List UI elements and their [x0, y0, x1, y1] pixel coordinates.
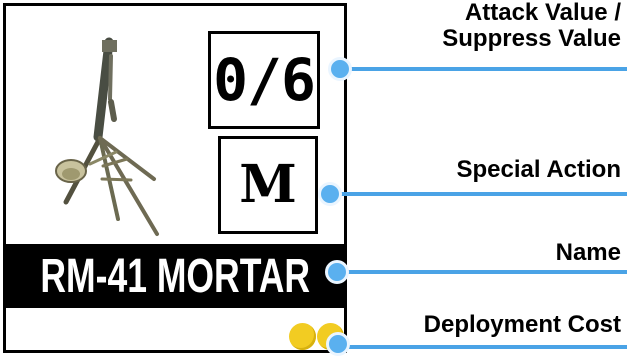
attack-callout-dot	[328, 57, 352, 81]
mortar-icon	[55, 37, 159, 236]
deployment-cost-coin-1	[289, 323, 316, 350]
deployment-cost-label: Deployment Cost	[423, 311, 621, 338]
special-action-label: Special Action	[456, 156, 621, 183]
attack-suppress-label: Attack Value / Suppress Value	[442, 0, 621, 52]
cost-callout-dot	[326, 332, 350, 356]
attack-suppress-value: 0/6	[208, 31, 320, 129]
name-callout-line	[330, 270, 627, 274]
cost-callout-line	[330, 345, 627, 349]
name-callout-dot	[325, 260, 349, 284]
special-action-value: M	[218, 136, 318, 234]
unit-card: 0/6 M RM-41 MORTAR	[3, 3, 347, 353]
unit-name-bar: RM-41 MORTAR	[6, 244, 344, 308]
special-callout-dot	[318, 182, 342, 206]
attack-callout-line	[330, 67, 627, 71]
attack-label-line-2: Suppress Value	[442, 24, 621, 52]
special-callout-line	[330, 192, 627, 196]
attack-label-line-1: Attack Value /	[464, 0, 621, 26]
unit-name: RM-41 MORTAR	[40, 249, 310, 303]
name-label: Name	[555, 239, 621, 266]
